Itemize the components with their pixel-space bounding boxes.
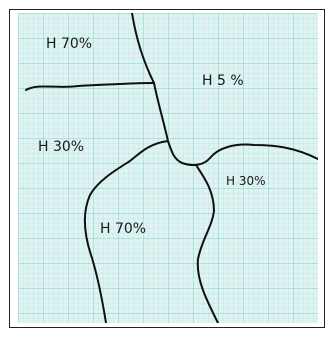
boundary-line-upper-horizontal	[25, 82, 155, 91]
graph-paper-sheet: H 70% H 5 % H 30% H 30% H 70%	[18, 12, 319, 324]
hydration-map-diagram: H 70% H 5 % H 30% H 30% H 70%	[18, 12, 319, 324]
region-label-top-right: H 5 %	[202, 73, 244, 89]
image-frame: H 70% H 5 % H 30% H 30% H 70%	[9, 9, 325, 328]
region-label-top-left: H 70%	[46, 36, 92, 52]
boundary-line-right	[181, 143, 319, 167]
boundary-line-top-vertical	[131, 12, 183, 164]
boundary-line-lower-left	[83, 140, 169, 324]
region-label-bottom: H 70%	[100, 221, 146, 237]
region-label-middle-right: H 30%	[226, 174, 266, 188]
boundary-line-lower-right	[195, 164, 219, 324]
region-label-middle-left: H 30%	[38, 139, 84, 155]
graph-paper-grid	[18, 13, 318, 323]
